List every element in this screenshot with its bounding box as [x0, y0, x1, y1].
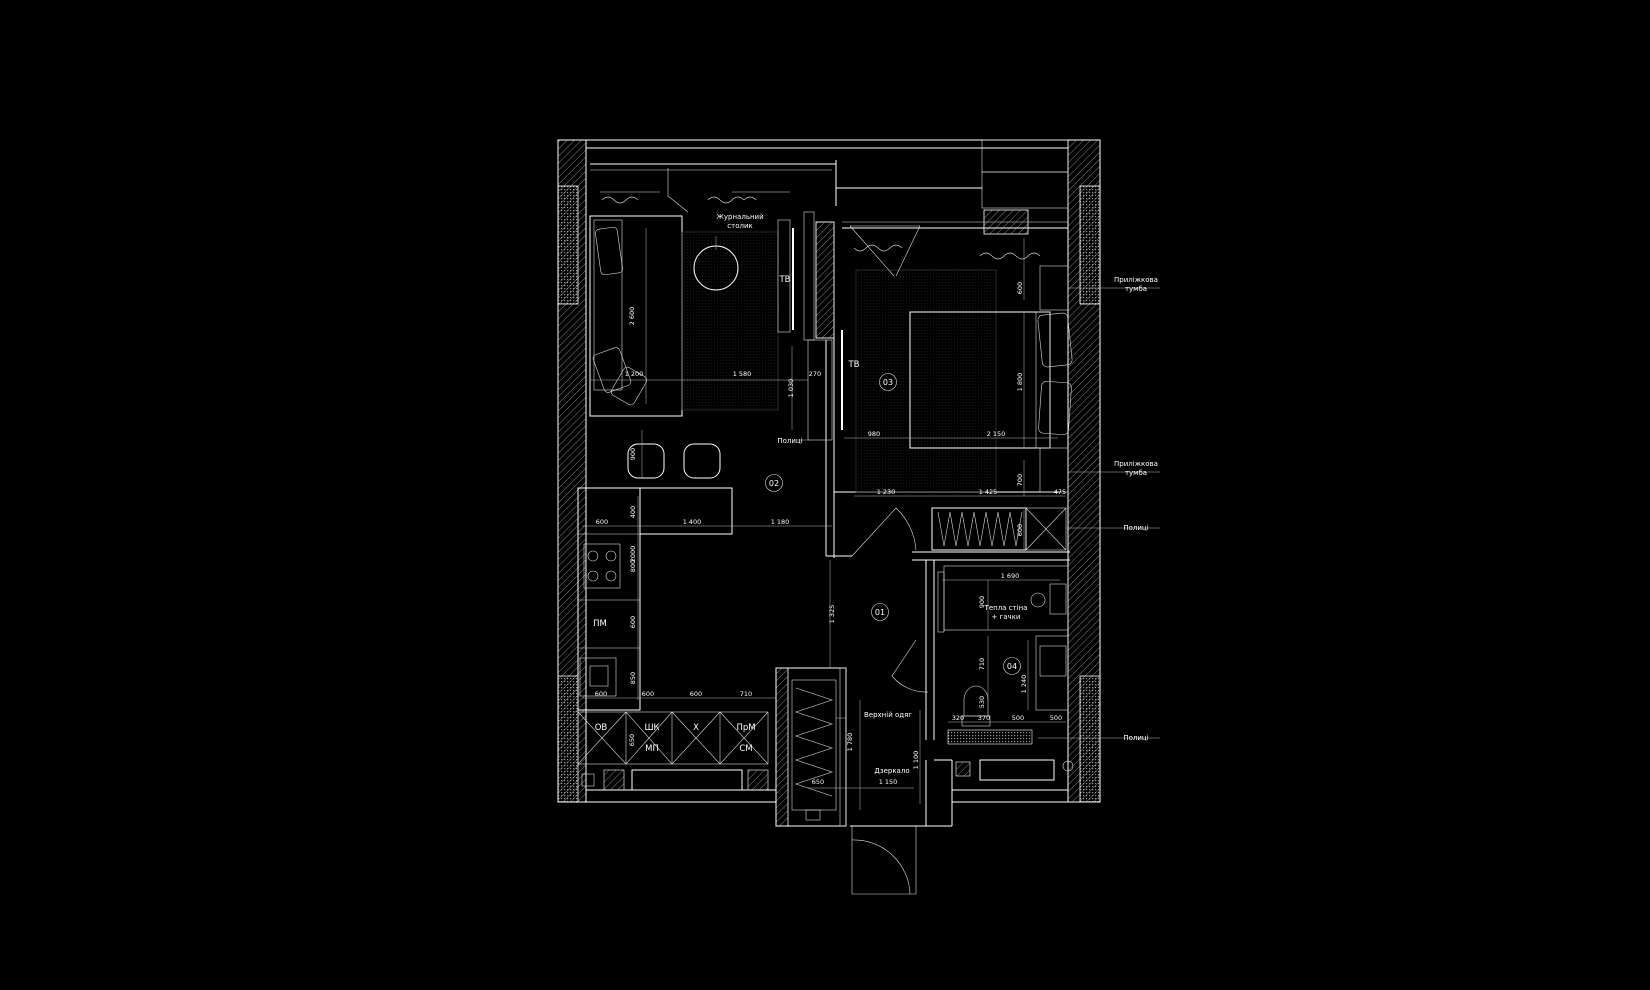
dim-710-bottom: 710	[740, 690, 752, 698]
dim-500-b: 500	[1050, 714, 1062, 722]
dimension-lines	[582, 228, 1066, 810]
dim-1180: 1 180	[771, 518, 790, 526]
dim-650-cabinet: 650	[628, 734, 636, 746]
room-tags: 01 02 03 04	[765, 373, 1021, 675]
callout-shelves-2: Полиці	[1123, 734, 1148, 742]
dim-600-kitchen-top: 600	[596, 518, 608, 526]
dim-600-kitchen-mid: 600	[629, 616, 637, 628]
shk-label: ШК	[644, 723, 659, 733]
furniture-labels: Журнальний столик ТВ ТВ Полиці ПМ ОВ ШК …	[593, 213, 1027, 775]
dimension-text: 2 600 1 200 1 580 270 1 030 900 600 400 …	[595, 282, 1066, 786]
dim-1200: 1 200	[625, 370, 644, 378]
callout-leaders	[798, 287, 1160, 739]
doors	[851, 507, 929, 895]
dim-400: 400	[629, 506, 637, 518]
tv-living-label: ТВ	[778, 275, 790, 285]
dim-1240: 1 240	[1020, 675, 1028, 694]
dim-600-bottom-1: 600	[642, 690, 654, 698]
dim-850: 850	[629, 672, 637, 684]
dim-600-shelves: 600	[1016, 524, 1024, 536]
room-id-04: 04	[1007, 662, 1017, 671]
oven-label: ОВ	[595, 723, 608, 733]
dryer-label: СМ	[739, 744, 752, 754]
dim-1100: 1 100	[912, 751, 920, 770]
dim-1400: 1 400	[683, 518, 702, 526]
bathroom	[937, 565, 1074, 781]
kitchen	[577, 487, 837, 821]
warm-wall-label-1: Тепла стіна	[984, 604, 1028, 612]
dim-1800: 1 800	[1016, 373, 1024, 392]
exterior-walls	[557, 139, 1101, 803]
mirror-label: Дзеркало	[874, 767, 909, 775]
callout-nightstand-2-line1: Приліжкова	[1114, 460, 1158, 468]
dim-900-bath: 900	[978, 596, 986, 608]
warm-wall-label-2: + гачки	[992, 613, 1021, 621]
interior-walls	[775, 211, 1070, 827]
dim-500-a: 500	[1012, 714, 1024, 722]
dim-650-wardrobe: 650	[812, 778, 824, 786]
dim-2600: 2 600	[628, 307, 636, 326]
dim-2000: 2000	[629, 546, 637, 563]
dim-710-bath: 710	[978, 658, 986, 670]
dim-1325: 1 325	[828, 605, 836, 624]
dim-270: 270	[809, 370, 821, 378]
microwave-label: МП	[645, 744, 659, 754]
dim-600-nightstand: 600	[1016, 282, 1024, 294]
room-id-01: 01	[875, 608, 885, 617]
dim-1780: 1 780	[846, 733, 854, 752]
dim-530: 530	[978, 696, 986, 708]
dim-600-bottom-2: 600	[690, 690, 702, 698]
bedroom-furniture	[841, 225, 1073, 551]
dim-700: 700	[1016, 474, 1024, 486]
dim-475: 475	[1054, 488, 1066, 496]
dim-1030: 1 030	[787, 379, 795, 398]
coffee-table-label-2: столик	[727, 222, 752, 230]
callout-nightstand-1-line2: тумба	[1125, 285, 1147, 293]
room-id-03: 03	[883, 378, 893, 387]
dim-1150: 1 150	[879, 778, 898, 786]
shelves-living-label: Полиці	[777, 437, 802, 445]
dim-980: 980	[868, 430, 880, 438]
dim-600-sink: 600	[595, 690, 607, 698]
dim-2150: 2 150	[987, 430, 1006, 438]
outerwear-label: Верхній одяг	[864, 711, 912, 719]
dim-370: 370	[978, 714, 990, 722]
fridge-label: Х	[693, 723, 699, 733]
tv-bedroom-label: ТВ	[847, 360, 859, 370]
dim-1690: 1 690	[1001, 572, 1020, 580]
coffee-table-label-1: Журнальний	[716, 213, 763, 221]
dim-1230: 1 230	[877, 488, 896, 496]
callout-labels: Приліжкова тумба Приліжкова тумба Полиці…	[1114, 276, 1158, 742]
dim-1580: 1 580	[733, 370, 752, 378]
callout-shelves-1: Полиці	[1123, 524, 1148, 532]
callout-nightstand-2-line2: тумба	[1125, 469, 1147, 477]
dim-320: 320	[952, 714, 964, 722]
dishwasher-label: ПМ	[593, 619, 607, 629]
dim-1425: 1 425	[979, 488, 998, 496]
room-id-02: 02	[769, 479, 779, 488]
living-room-furniture	[589, 168, 833, 535]
dim-800: 800	[629, 560, 637, 572]
dim-900: 900	[629, 448, 637, 460]
callout-nightstand-1-line1: Приліжкова	[1114, 276, 1158, 284]
washer-label: ПрМ	[736, 723, 755, 733]
